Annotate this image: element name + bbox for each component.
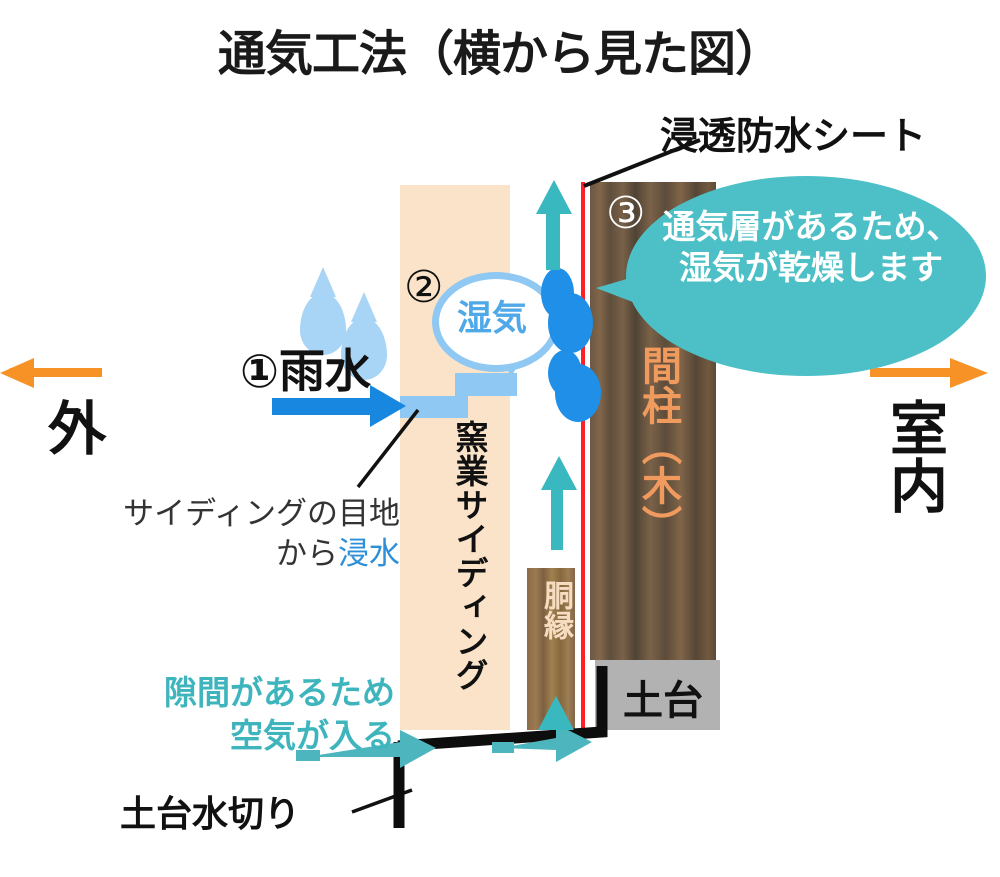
step-three-line-2: 湿気が乾燥します — [679, 248, 943, 288]
outside-arrow-head-icon — [0, 358, 34, 388]
joint-callout-highlight: 浸水 — [338, 535, 400, 572]
sill-flashing-callout: 土台水切り — [120, 794, 301, 835]
siding-joint-callout: サイディングの目地 から浸水 — [80, 495, 400, 574]
ceramic-siding-label: 窯業サイディング — [450, 420, 489, 692]
wood-stud-label: 間柱（木） — [635, 345, 681, 545]
moisture-blob-4 — [555, 364, 601, 422]
inside-label: 室内 — [880, 398, 948, 514]
gap-callout-line-2: 空気が入る — [230, 715, 395, 755]
air-gap-callout: 隙間があるため 空気が入る — [95, 672, 395, 758]
raindrop-icon-2 — [341, 318, 387, 380]
raindrop-icon-1 — [300, 293, 346, 355]
step-three-bubble-text: 通気層があるため、 湿気が乾燥します — [646, 206, 976, 289]
step-three-bubble — [626, 176, 986, 376]
waterproof-sheet-callout: 浸透防水シート — [660, 114, 927, 158]
sill-plate-block — [595, 660, 720, 730]
airflow-up-arrow-head-top-icon — [536, 180, 572, 214]
rainwater-label: ①雨水 — [240, 344, 371, 398]
joint-callout-line-2: から浸水 — [80, 535, 400, 575]
rain-arrow-head-icon — [370, 385, 406, 427]
moisture-bubble-label: 湿気 — [456, 299, 527, 339]
inside-arrow-head-icon — [950, 358, 988, 388]
joint-callout-plain: から — [276, 535, 338, 572]
step-three-line-1: 通気層があるため、 — [662, 207, 960, 246]
outside-label: 外 — [38, 398, 106, 456]
moisture-blob-3 — [548, 293, 593, 353]
inside-arrow-shaft-icon — [870, 368, 962, 377]
rain-arrow-shaft-icon — [272, 398, 377, 415]
airflow-up-arrow-shaft-mid-icon — [551, 488, 563, 550]
furring-strip-label: 胴縁 — [538, 580, 573, 640]
sill-plate-label: 土台 — [623, 678, 703, 724]
step-three-number: ③ — [606, 188, 646, 239]
joint-callout-line-1: サイディングの目地 — [123, 496, 400, 532]
airflow-up-arrow-shaft-top-icon — [546, 212, 560, 270]
waterproof-sheet-line — [581, 182, 585, 738]
gap-callout-line-1: 隙間があるため — [164, 673, 395, 712]
airflow-up-arrow-head-mid-icon — [541, 456, 577, 490]
siding-joint-water-lower — [400, 396, 468, 418]
page-title: 通気工法（横から見た図） — [217, 26, 783, 82]
outside-arrow-shaft-icon — [10, 368, 102, 377]
mizukiri-leader-line — [351, 788, 413, 814]
siding-joint-water-upper — [455, 373, 517, 396]
